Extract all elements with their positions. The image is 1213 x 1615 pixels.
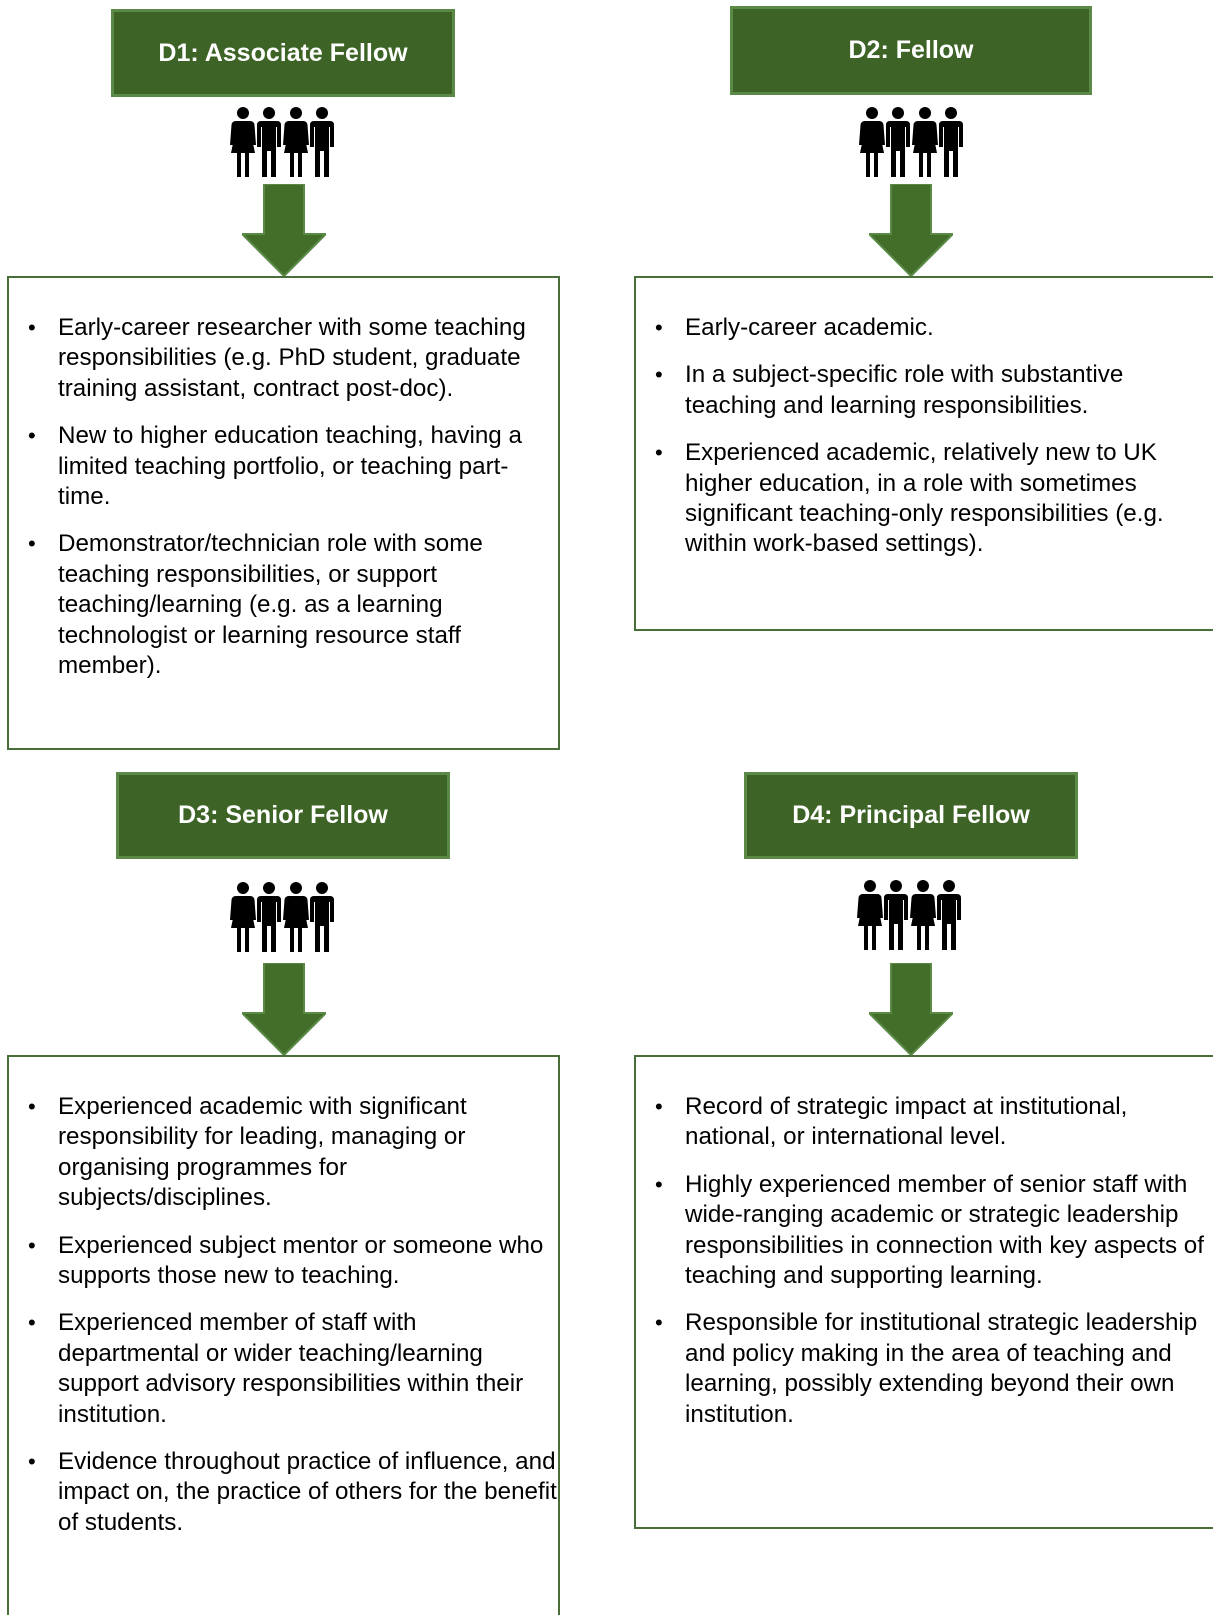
bullet-icon: • <box>655 1094 663 1119</box>
bullet-icon: • <box>655 362 663 388</box>
description-box-d2: •Early-career academic. •In a subject-sp… <box>634 276 1213 631</box>
down-arrow-icon <box>242 184 326 276</box>
bullet-icon: • <box>28 1232 36 1258</box>
list-item: •Experienced member of staff with depart… <box>28 1309 524 1428</box>
list-item: •Experienced subject mentor or someone w… <box>28 1231 544 1290</box>
list-item: •Responsible for institutional strategic… <box>655 1309 1198 1428</box>
people-group-icon <box>858 107 968 179</box>
people-group-icon <box>229 107 339 179</box>
bullet-icon: • <box>28 531 36 557</box>
title-label: D2: Fellow <box>848 36 974 64</box>
title-d4-principal-fellow: D4: Principal Fellow <box>744 772 1078 859</box>
bullet-icon: • <box>28 1094 36 1119</box>
title-label: D1: Associate Fellow <box>158 38 408 67</box>
bullet-icon: • <box>655 1171 663 1197</box>
title-d1-associate-fellow: D1: Associate Fellow <box>111 9 455 97</box>
list-item: •New to higher education teaching, havin… <box>28 422 522 511</box>
description-box-d4: •Record of strategic impact at instituti… <box>634 1055 1213 1529</box>
bullet-icon: • <box>28 423 36 449</box>
list-item: •Experienced academic, relatively new to… <box>655 439 1164 558</box>
list-item: •Evidence throughout practice of influen… <box>28 1448 557 1536</box>
list-item: •Highly experienced member of senior sta… <box>655 1170 1204 1290</box>
list-item: •Early-career researcher with some teach… <box>28 314 526 402</box>
description-list: •Record of strategic impact at instituti… <box>636 1092 1213 1430</box>
bullet-icon: • <box>28 1449 36 1475</box>
people-group-icon <box>229 882 339 954</box>
description-list: •Early-career researcher with some teach… <box>9 313 558 681</box>
description-list: •Experienced academic with significant r… <box>9 1092 558 1538</box>
description-box-d3: •Experienced academic with significant r… <box>7 1055 560 1615</box>
list-item: •Experienced academic with significant r… <box>28 1093 467 1212</box>
down-arrow-icon <box>242 963 326 1055</box>
bullet-icon: • <box>655 315 663 340</box>
people-group-icon <box>856 880 966 952</box>
bullet-icon: • <box>655 440 663 466</box>
list-item: •In a subject-specific role with substan… <box>655 361 1124 419</box>
title-label: D3: Senior Fellow <box>178 801 388 829</box>
list-item: •Demonstrator/technician role with some … <box>28 530 483 680</box>
bullet-icon: • <box>655 1310 663 1336</box>
title-d3-senior-fellow: D3: Senior Fellow <box>116 772 450 859</box>
list-item: •Record of strategic impact at instituti… <box>655 1093 1128 1151</box>
bullet-icon: • <box>28 315 36 340</box>
down-arrow-icon <box>869 963 953 1055</box>
description-box-d1: •Early-career researcher with some teach… <box>7 276 560 750</box>
bullet-icon: • <box>28 1310 36 1336</box>
title-label: D4: Principal Fellow <box>792 801 1030 829</box>
title-d2-fellow: D2: Fellow <box>730 6 1092 95</box>
description-list: •Early-career academic. •In a subject-sp… <box>636 313 1213 560</box>
down-arrow-icon <box>869 184 953 276</box>
list-item: •Early-career academic. <box>636 313 1213 343</box>
